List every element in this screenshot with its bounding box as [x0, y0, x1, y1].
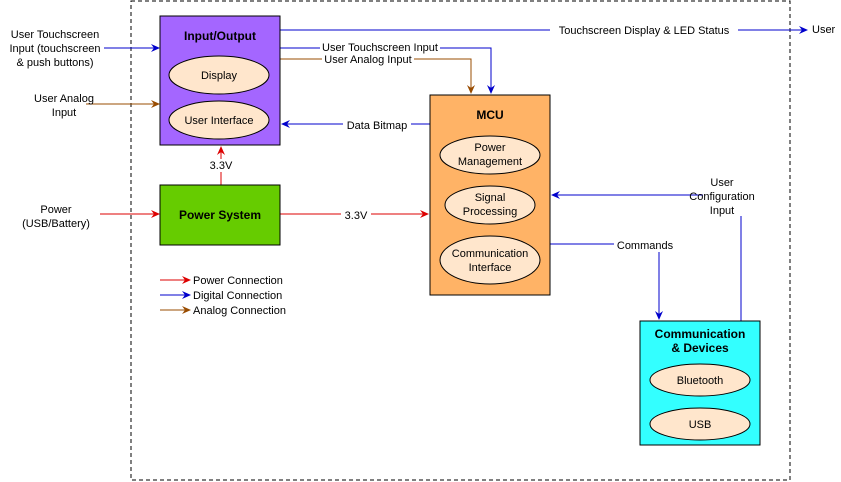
legend: Power Connection Digital Connection Anal… — [160, 275, 286, 317]
power-management-ellipse — [439, 135, 541, 175]
system-boundary — [130, 0, 791, 481]
display-status-label: Touchscreen Display & LED Status — [559, 25, 730, 37]
power-title: Power System — [179, 208, 261, 222]
user-config-label-3: Input — [710, 205, 734, 217]
power-input-label-2: (USB/Battery) — [22, 218, 90, 230]
signal-processing-label-2: Processing — [463, 206, 517, 218]
signal-processing-label-1: Signal — [475, 192, 506, 204]
bluetooth-label: Bluetooth — [677, 375, 723, 387]
power-input-label-1: Power — [40, 204, 72, 216]
io-block: Input/Output Display User Interface — [159, 15, 281, 146]
analog-input-label-2: Input — [52, 107, 76, 119]
power-management-label-2: Management — [458, 156, 522, 168]
comm-title-2: & Devices — [671, 341, 729, 355]
signal-processing-ellipse — [444, 185, 536, 225]
legend-power-label: Power Connection — [193, 275, 283, 287]
mcu-title: MCU — [476, 108, 503, 122]
user-config-label-1: User — [710, 177, 734, 189]
mcu-block: MCU Power Management Signal Processing C… — [429, 94, 551, 296]
legend-digital-label: Digital Connection — [193, 290, 282, 302]
data-bitmap-label: Data Bitmap — [347, 120, 408, 132]
bluetooth-ellipse — [649, 363, 751, 397]
commands-arrow — [550, 243, 663, 320]
touch-to-mcu-label: User Touchscreen Input — [322, 42, 438, 54]
analog-to-mcu-label: User Analog Input — [324, 54, 411, 66]
display-label: Display — [201, 70, 238, 82]
communication-interface-label-1: Communication — [452, 248, 528, 260]
comm-title-1: Communication — [655, 327, 746, 341]
analog-input-label-1: User Analog — [34, 93, 94, 105]
touch-input-label-3: & push buttons) — [16, 57, 93, 69]
usb-label: USB — [689, 419, 712, 431]
user-interface-ellipse — [168, 100, 270, 140]
legend-analog-label: Analog Connection — [193, 305, 286, 317]
power-management-label-1: Power — [474, 142, 506, 154]
user-label: User — [812, 24, 836, 36]
user-config-label-2: Configuration — [689, 191, 754, 203]
mcu-voltage-label: 3.3V — [345, 210, 368, 222]
comm-block: Communication & Devices Bluetooth USB — [639, 320, 761, 446]
communication-interface-label-2: Interface — [469, 262, 512, 274]
commands-label: Commands — [617, 240, 674, 252]
touch-input-label-1: User Touchscreen — [11, 29, 99, 41]
communication-interface-ellipse — [439, 235, 541, 285]
usb-ellipse — [649, 407, 751, 441]
power-block: Power System — [159, 184, 281, 246]
touch-input-label-2: Input (touchscreen — [9, 43, 100, 55]
io-voltage-label: 3.3V — [210, 160, 233, 172]
user-interface-label: User Interface — [184, 115, 253, 127]
io-title: Input/Output — [184, 29, 256, 43]
display-ellipse — [168, 55, 270, 95]
